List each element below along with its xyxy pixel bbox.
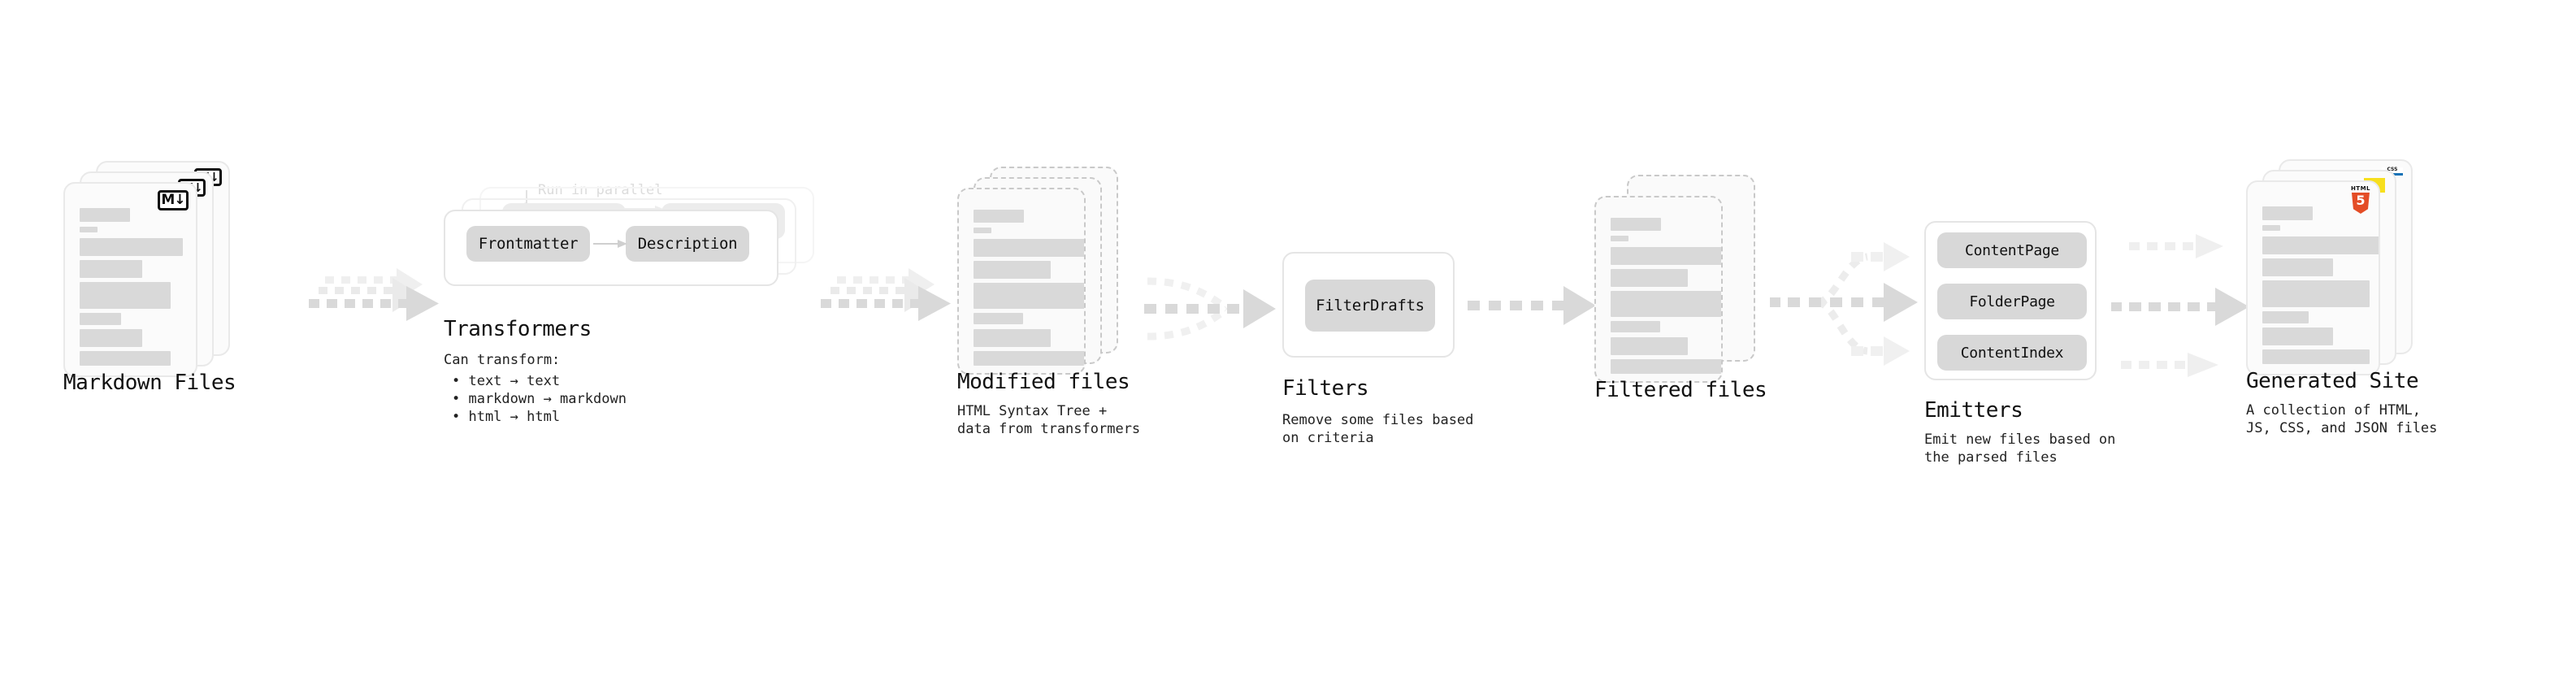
pill-frontmatter[interactable]: Frontmatter [466, 226, 590, 262]
arrow-markdown-to-transformers [309, 268, 439, 321]
modified-files-description: HTML Syntax Tree + data from transformer… [957, 403, 1141, 437]
transformer-card-stack: Frontmatter Description [444, 187, 817, 286]
stage-title-emitters: Emitters [1924, 398, 2023, 423]
pill-folderpage[interactable]: FolderPage [1937, 284, 2087, 319]
arrow-filters-to-filtered [1468, 286, 1596, 325]
pill-filterdrafts[interactable]: FilterDrafts [1305, 280, 1435, 332]
pill-contentindex[interactable]: ContentIndex [1937, 335, 2087, 371]
stage-markdown-files: M↓ M↓ M↓ Markdown Files [63, 161, 236, 397]
arrow-transformers-to-modified [821, 268, 951, 321]
run-in-parallel-label: Run in parallel [538, 182, 663, 198]
transformers-bullet-1: • markdown → markdown [452, 391, 627, 407]
file-sheet-front [957, 188, 1086, 375]
stage-generated-site: CSS HTML [2246, 159, 2437, 436]
stage-title-generated-site: Generated Site [2246, 369, 2419, 393]
transformer-card-front: Frontmatter Description [444, 210, 778, 286]
filters-description: Remove some files based on criteria [1282, 412, 1474, 446]
pill-description[interactable]: Description [626, 226, 749, 262]
filtered-file-stack [1594, 175, 1765, 402]
html5-label: HTML [2350, 185, 2370, 192]
stage-title-filtered-files: Filtered files [1594, 378, 1767, 402]
stage-modified-files: Modified files HTML Syntax Tree + data f… [957, 167, 1140, 437]
arrow-emitters-to-site [2111, 234, 2249, 377]
transformers-bullet-0: • text → text [452, 373, 561, 389]
file-preview-content [1596, 197, 1721, 381]
file-sheet-front [1594, 196, 1723, 383]
html5-icon: HTML 5 [2351, 186, 2370, 214]
arrow-modified-to-filters-converging [1144, 277, 1276, 340]
generated-site-description: A collection of HTML, JS, CSS, and JSON … [2246, 402, 2438, 436]
stage-title-transformers: Transformers [444, 317, 592, 341]
markdown-file-stack: M↓ M↓ M↓ [63, 161, 234, 397]
emitters-card: ContentPage FolderPage ContentIndex [1924, 221, 2097, 380]
generated-site-stack: CSS HTML [2246, 159, 2421, 395]
html5-number: 5 [2356, 193, 2366, 208]
html5-shield: 5 [2351, 193, 2370, 214]
emitters-description: Emit new files based on the parsed files [1924, 432, 2116, 466]
stage-title-markdown-files: Markdown Files [63, 371, 236, 395]
modified-file-stack [957, 167, 1128, 394]
transformers-bullet-2: • html → html [452, 409, 561, 425]
stage-title-filters: Filters [1282, 376, 1369, 401]
transformers-description: Can transform: [444, 352, 561, 368]
filters-card: FilterDrafts [1282, 252, 1455, 358]
stage-filtered-files: Filtered files [1594, 175, 1767, 402]
css-label: CSS [2387, 167, 2398, 172]
stage-transformers: Run in parallel Frontmatter [444, 182, 817, 425]
file-sheet-front: M↓ [63, 182, 197, 377]
file-preview-content [2248, 182, 2379, 374]
stage-title-modified-files: Modified files [957, 370, 1130, 394]
arrow-filtered-to-emitters-diverging [1770, 242, 1918, 366]
file-preview-content [959, 189, 1084, 373]
markdown-icon: M↓ [158, 190, 189, 210]
pill-contentpage[interactable]: ContentPage [1937, 232, 2087, 268]
file-preview-content [65, 184, 196, 375]
file-sheet-html: HTML 5 [2246, 180, 2380, 375]
transformer-inner-arrow [593, 240, 627, 248]
